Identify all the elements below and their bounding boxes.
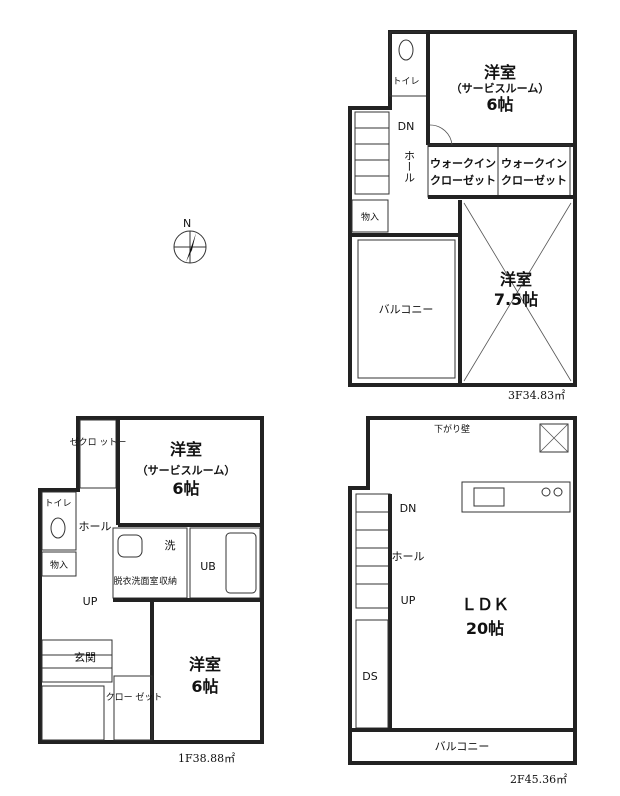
1f-room-b-title: 洋室 [189, 655, 221, 674]
3f-hall-label: ホール [403, 150, 416, 183]
1f-area: 1F38.88㎡ [178, 752, 235, 765]
3f-room-b-title: 洋室 [500, 270, 532, 289]
1f-storage-label: 物入 [50, 559, 68, 571]
3f-stairs [354, 111, 390, 195]
2f-stove-icon [541, 487, 551, 497]
1f-toilet-icon [50, 517, 66, 539]
2f-ldk-label: ＬＤＫ [461, 595, 509, 614]
1f-entrance-label: 玄関 [74, 650, 96, 664]
3f-area: 3F34.83㎡ [508, 389, 565, 402]
2f-ds-label: DS [362, 670, 377, 683]
2f-ldk-size: 20帖 [466, 619, 504, 638]
3f-wic1-line2: クローゼット [430, 173, 496, 187]
2f-lowered-wall-label: 下がり壁 [434, 423, 470, 435]
3f-outer-wall [348, 30, 577, 387]
3f-wic2-line1: ウォークイン [501, 157, 567, 170]
3f-wic2-line2: クローゼット [501, 173, 567, 187]
1f-toilet-label: トイレ [44, 499, 71, 509]
3f-balcony-label: バルコニー [379, 303, 434, 316]
floor-3f: トイレ 洋室 （サービスルーム） 6帖 DN ホール ウォークイン クローゼット… [348, 30, 577, 402]
2f-outer-wall [348, 416, 577, 765]
1f-sink-icon [117, 534, 143, 558]
1f-outer-wall [38, 416, 264, 744]
1f-entry-floor [41, 685, 105, 741]
2f-hall-label: ホール [392, 550, 425, 563]
1f-room-a-sub: （サービスルーム） [137, 463, 236, 477]
3f-storage-label: 物入 [361, 211, 379, 223]
3f-room-a-sub: （サービスルーム） [451, 81, 550, 95]
1f-room-a-size: 6帖 [172, 479, 199, 498]
north-arrow-icon [186, 233, 196, 262]
2f-kitchen-counter [461, 481, 571, 513]
3f-wic1-line1: ウォークイン [430, 157, 496, 170]
2f-up-label: UP [401, 594, 416, 607]
1f-room-b-size: 6帖 [191, 677, 218, 696]
3f-toilet-icon [398, 39, 414, 61]
3f-room-a-title: 洋室 [484, 63, 516, 82]
2f-area: 2F45.36㎡ [510, 773, 567, 786]
compass: N [173, 217, 207, 264]
floor-1f: ゼクロ ットー 洋室 （サービスルーム） 6帖 トイレ ホール 洗 脱衣洗面室 … [38, 416, 264, 765]
1f-stock-label: 収納 [159, 575, 177, 587]
1f-room-a-title: 洋室 [170, 440, 202, 459]
1f-up-label: UP [83, 595, 98, 608]
2f-dn-label: DN [400, 502, 417, 515]
2f-balcony-label: バルコニー [435, 740, 490, 753]
3f-room-a-size: 6帖 [486, 95, 513, 114]
3f-dn-label: DN [398, 120, 415, 133]
compass-label: N [183, 217, 191, 230]
3f-balcony [357, 239, 456, 379]
3f-toilet-label: トイレ [392, 77, 419, 87]
1f-closet-b-label: クロー ゼット [106, 691, 163, 703]
floor-2f: 下がり壁 DN ホール UP ＬＤＫ 20帖 DS バルコニー 2F45.36㎡ [348, 416, 577, 786]
2f-sink-icon [473, 487, 505, 507]
1f-closet-a-label: ゼクロ ットー [70, 436, 127, 448]
1f-washer-label: 洗 [165, 539, 176, 552]
2f-stairs [355, 493, 391, 609]
1f-bathtub-icon [225, 532, 257, 594]
1f-ub-label: UB [200, 560, 216, 573]
1f-hall-label: ホール [79, 520, 112, 533]
3f-room-b-size: 7.5帖 [494, 290, 538, 309]
1f-washroom-label: 脱衣洗面室 [113, 575, 158, 587]
